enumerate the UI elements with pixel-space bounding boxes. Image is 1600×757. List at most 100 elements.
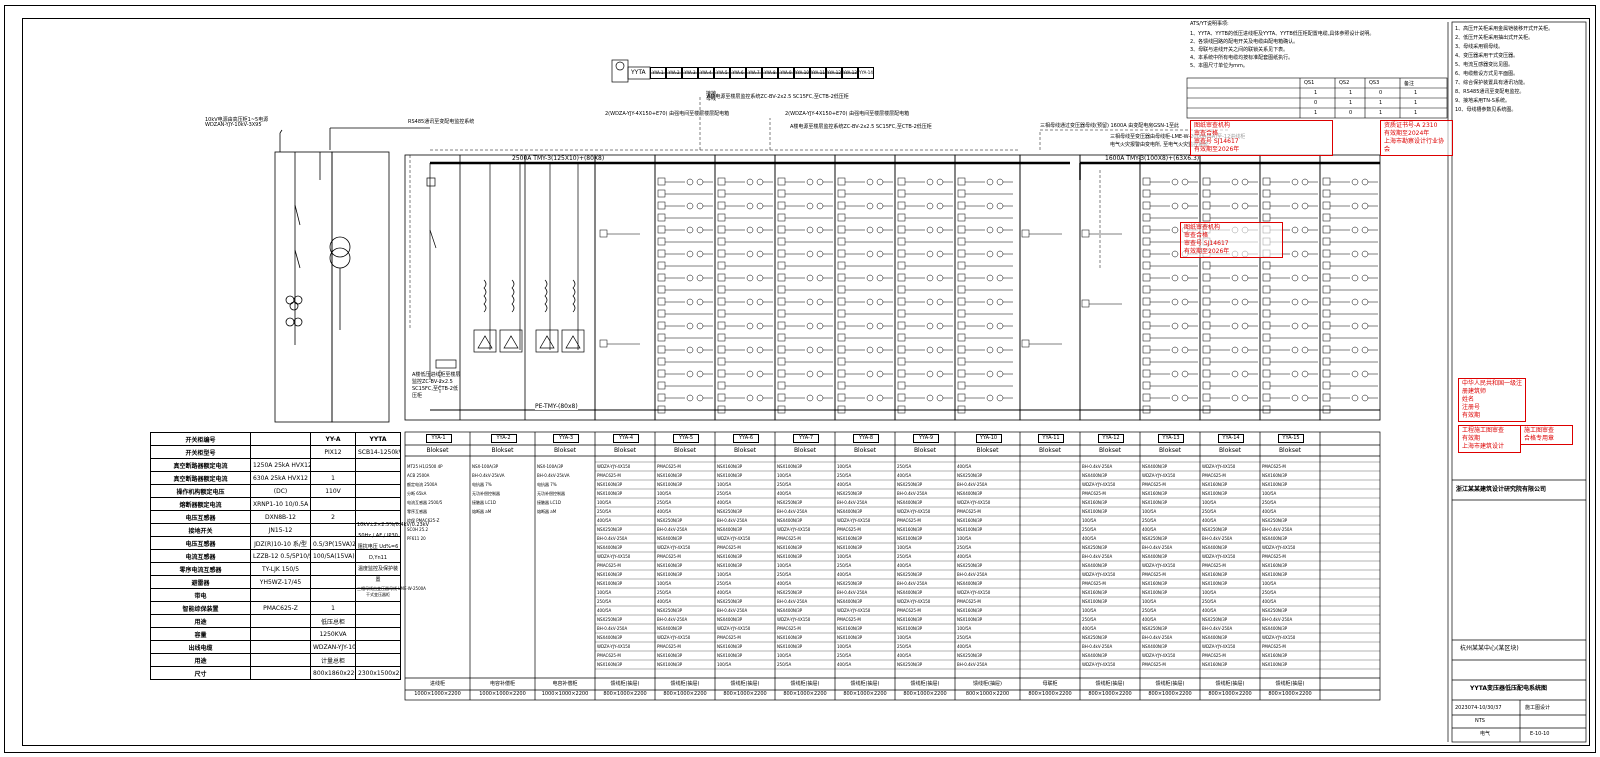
interlock-header: QS1 bbox=[1304, 80, 1315, 86]
transformer-spec-line: D,Yn11 bbox=[368, 555, 388, 561]
lv-cabinet-id: YYA-3 bbox=[553, 434, 579, 443]
lv-cabinet-type: Blokset bbox=[976, 447, 999, 454]
hv-table-cell: JN15-12 bbox=[250, 523, 311, 537]
hv-table-cell: 尺寸 bbox=[150, 666, 251, 680]
top-note-2: 2(WDZA-YJY-4X150+E70) 由强电间至楼层楼层配电箱 bbox=[785, 111, 910, 117]
main-bus-label: 2500A TMY-3(125X10)+(80X8) bbox=[512, 155, 605, 162]
hv-table-cell bbox=[355, 653, 401, 667]
lv-cabinet-id: YYA-14 bbox=[1218, 434, 1244, 443]
hv-table-cell: JDZ(R)10-10 系/型 bbox=[250, 536, 311, 550]
lv-cabinet-type: Blokset bbox=[613, 447, 637, 454]
hv-table-cell: 计量总柜 bbox=[310, 653, 356, 667]
stamp-line: 工程施工图审查 bbox=[1462, 427, 1505, 434]
stamp-line: 审查合格 bbox=[1184, 232, 1209, 239]
hv-table-cell: 用途 bbox=[150, 653, 251, 667]
transformer-ref: 三相母线由变压器母线 LME-W-2500A 干式变压器柜 bbox=[357, 586, 426, 597]
stamp-line: 上海市勘察设计行业协会 bbox=[1384, 138, 1445, 153]
hv-header-cell: YYTA bbox=[355, 432, 401, 446]
hv-table-cell: PIX12 bbox=[310, 445, 356, 459]
company-name: 浙江某某建筑设计研究院有限公司 bbox=[1456, 486, 1547, 493]
hv-table-cell bbox=[310, 458, 356, 472]
yy-box: YYA-2 bbox=[666, 67, 682, 79]
notes-header: ATS/YT说明事项: bbox=[1190, 21, 1229, 27]
hv-table-cell: 真空断路器额定电流 bbox=[150, 458, 251, 472]
top-note-4: A楼电源至楼层监控系统ZC-BV-2x2.5 SC15FC,至CTB-2低压柜 bbox=[790, 124, 932, 130]
yy-box: YYA-14 bbox=[858, 67, 874, 79]
stamp-line: 有效期至2024年 bbox=[1384, 130, 1430, 137]
lv-cabinet-size: 800×1000×2200 bbox=[1208, 691, 1252, 697]
lv-cabinet-use: 馈线柜(抽屉) bbox=[1155, 681, 1185, 687]
note-item: 2、各馈线回路的配电开关及电缆由配电箱确认。 bbox=[1190, 39, 1299, 45]
hv-table-cell bbox=[355, 497, 401, 511]
hv-cabinet-2 bbox=[331, 151, 390, 423]
lv-cabinet-id: YYA-12 bbox=[1098, 434, 1124, 443]
hv-table-row: 用途低压总柜 bbox=[150, 614, 401, 628]
hv-table-cell: 1250KVA bbox=[310, 627, 356, 641]
lv-cabinet-type: Blokset bbox=[553, 447, 577, 454]
notes-list: 1、YYTA、YYTB的低压进线柜及YYTA、YYTB低压柜配置电缆,具体参照设… bbox=[1190, 30, 1445, 70]
lv-cabinet-id: YYA-11 bbox=[1038, 434, 1064, 443]
lv-cabinet-size: 800×1000×2200 bbox=[723, 691, 767, 697]
lv-cabinet-id: YYA-5 bbox=[673, 434, 699, 443]
stamp-line: 资质证书号-A 2310 bbox=[1384, 122, 1438, 129]
lv-cabinet-size: 800×1000×2200 bbox=[965, 691, 1010, 697]
lv-cabinet-id: YYA-10 bbox=[975, 434, 1002, 443]
hv-table-row: 用途 计量总柜 bbox=[150, 653, 401, 667]
lv-cabinet-type: Blokset bbox=[1158, 447, 1182, 454]
lv-cabinet-size: 800×1000×2200 bbox=[783, 691, 827, 697]
lv-cabinet-size: 800×1000×2200 bbox=[603, 691, 647, 697]
hv-table-cell: 100/5A(15VA) bbox=[310, 549, 356, 563]
hv-table-cell: PMAC625-Z bbox=[250, 601, 311, 615]
hv-spec-table: 开关柜编号YY-AYYTA开关柜型号PIX12SCB14-1250kVA真空断路… bbox=[150, 432, 401, 680]
lv-cabinet-size: 1000×1000×2200 bbox=[541, 691, 589, 697]
note-item: 4、本系统中所有电缆均按标准配套图纸执行。 bbox=[1190, 55, 1294, 61]
yy-box: YYA-13 bbox=[842, 67, 858, 79]
yy-box: YYA-9 bbox=[778, 67, 794, 79]
lv-cabinet-type: Blokset bbox=[1098, 447, 1122, 454]
lv-cabinet-type: Blokset bbox=[1278, 447, 1302, 454]
interlock-cell: 1 bbox=[1414, 100, 1418, 106]
hv-table-cell bbox=[310, 562, 356, 576]
outer-frame bbox=[4, 5, 1596, 753]
hv-table-cell bbox=[310, 575, 356, 589]
lv-cabinet-use: 进线柜 bbox=[429, 681, 445, 687]
hv-table-cell: 电流互感器 bbox=[150, 549, 251, 563]
interlock-cell: 1 bbox=[1349, 90, 1353, 96]
stamp-line: 上海市建筑设计 bbox=[1462, 443, 1505, 450]
lv-cabinet-size: 800×1000×2200 bbox=[1148, 691, 1192, 697]
lv-cabinet-id: YYA-13 bbox=[1158, 434, 1184, 443]
lv-cabinet-type: Blokset bbox=[1218, 447, 1242, 454]
hv-table-cell: TY-LJK 150/5 bbox=[250, 562, 311, 576]
interlock-cell: 0 bbox=[1314, 100, 1318, 106]
lv-cabinet-size: 800×1000×2200 bbox=[1028, 691, 1072, 697]
lv-cabinet-detail bbox=[1022, 462, 1078, 672]
lv-cabinet-type: Blokset bbox=[853, 447, 877, 454]
hv-table-cell bbox=[250, 627, 311, 641]
hv-header-cell bbox=[250, 432, 311, 446]
lv-cabinet-use: 馈线柜(抽屉) bbox=[850, 681, 880, 687]
stamp-line: 有效期 bbox=[1462, 412, 1481, 419]
stamp-line: 图纸审查机构 bbox=[1184, 224, 1221, 231]
lv-cabinet-use: 馈线柜(抽屉) bbox=[1095, 681, 1125, 687]
lv-cabinet-use: 电容补偿柜 bbox=[489, 681, 515, 687]
lv-cabinet-type: Blokset bbox=[491, 447, 514, 454]
drawing-number: 2023074-10/30/37 bbox=[1455, 705, 1502, 711]
hv-table-cell: 避雷器 bbox=[150, 575, 251, 589]
interlock-header: QS3 bbox=[1369, 80, 1380, 86]
lv-cabinet-id: YYA-9 bbox=[913, 434, 939, 443]
hv-table-cell: 零序电流互感器 bbox=[150, 562, 251, 576]
top-note-7: 电气火灾报警由变电所, 至电气火灾监控系统 bbox=[1110, 142, 1209, 148]
stamp-line: 中华人民共和国一级注册建筑师 bbox=[1462, 380, 1523, 395]
